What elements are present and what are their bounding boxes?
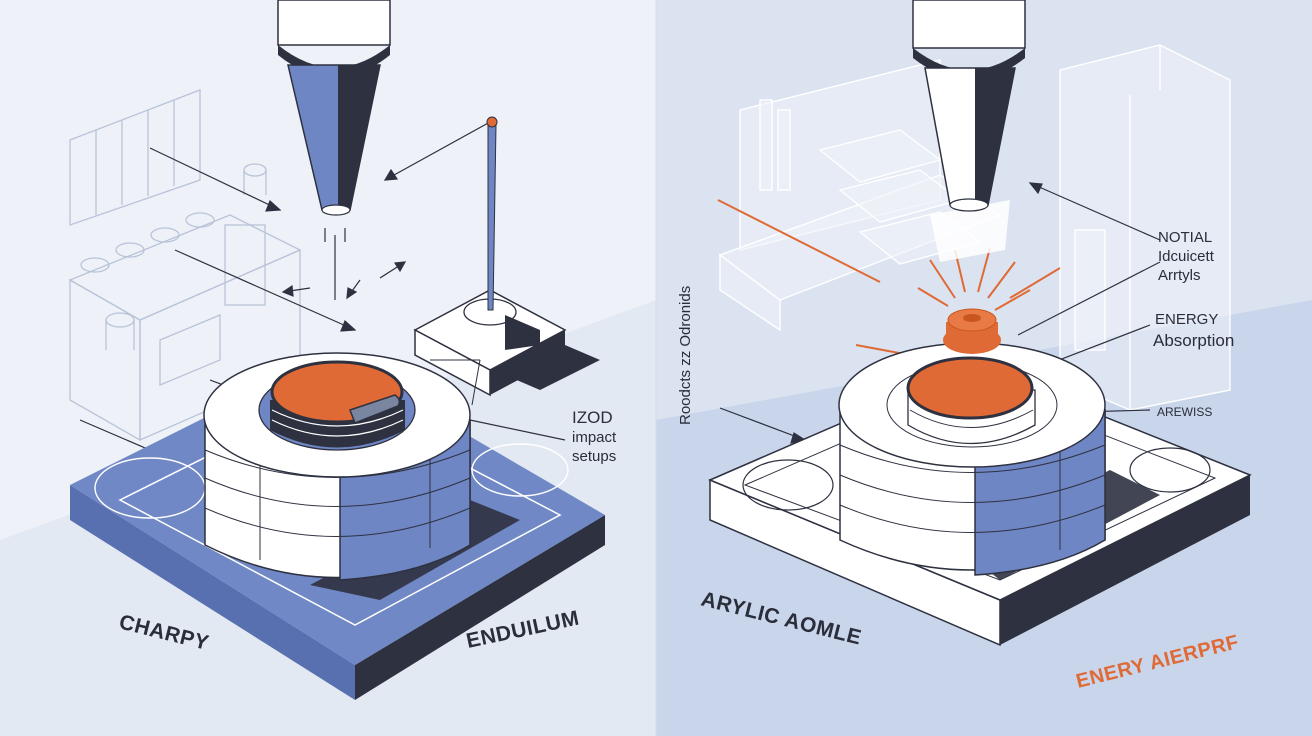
left-pendulum-stand — [413, 116, 600, 397]
right-anvil-block — [838, 342, 1106, 576]
pendulum-tip-dot — [486, 116, 498, 128]
right-striker-hammer — [912, 0, 1026, 212]
impact-specimen — [930, 200, 1010, 354]
izod-label-group: IZOD impact setups — [430, 359, 617, 465]
notial-label-line-1: NOTIAL — [1158, 229, 1212, 246]
izod-label-line-1: IZOD — [572, 408, 613, 427]
izod-label-line-2: impact — [572, 429, 617, 446]
notial-label-line-2: Idcuicett — [1158, 248, 1215, 265]
vertical-side-label: Roodcts zz Odronids — [677, 286, 694, 425]
izod-label-line-3: setups — [572, 448, 616, 465]
left-striker-hammer — [277, 0, 391, 216]
energy-label-line-1: ENERGY — [1155, 311, 1218, 328]
specimen-bar — [349, 394, 401, 424]
energy-label-line-2: Absorption — [1153, 331, 1234, 350]
arewiss-label: AREWISS — [1157, 405, 1212, 419]
notial-label-line-3: Arrtyls — [1158, 267, 1201, 284]
left-anvil-block — [203, 352, 471, 581]
